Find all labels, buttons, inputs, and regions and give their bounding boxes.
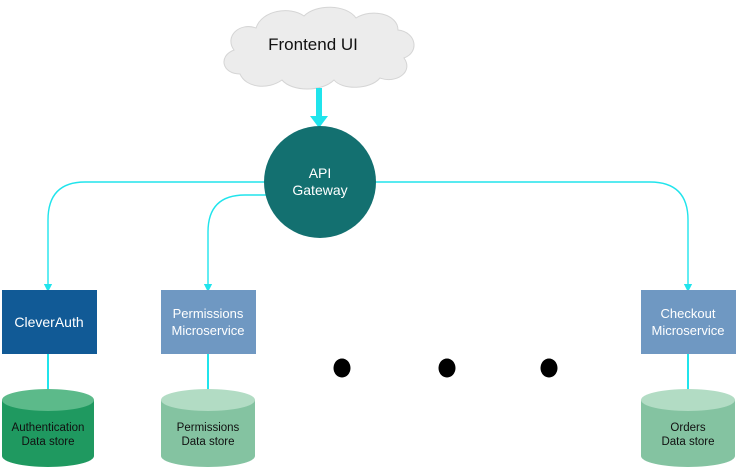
- ellipsis-dot-2: [438, 358, 456, 378]
- orders-store-label-line1: Orders: [670, 422, 705, 434]
- cleverauth-label: CleverAuth: [14, 314, 83, 330]
- cleverauth-service-box: CleverAuth: [2, 290, 97, 354]
- orders-store-label-line2: Data store: [661, 436, 714, 448]
- orders-data-store: Orders Data store: [641, 389, 735, 467]
- auth-store-label-line2: Data store: [21, 436, 74, 448]
- permissions-service-label-line1: Permissions: [173, 306, 244, 321]
- ellipsis-dots: [333, 358, 558, 378]
- connectors: [43, 181, 693, 392]
- gateway-to-checkout-line: [372, 181, 693, 293]
- authentication-data-store: Authentication Data store: [2, 389, 94, 467]
- permissions-data-store: Permissions Data store: [161, 389, 255, 467]
- checkout-service-label-line1: Checkout: [661, 306, 716, 321]
- gateway-to-permissions-line: [203, 194, 270, 293]
- permissions-store-label-line1: Permissions: [177, 422, 240, 434]
- permissions-service-label-line2: Microservice: [172, 323, 245, 338]
- frontend-cloud: Frontend UI: [223, 6, 415, 90]
- ellipsis-dot-3: [540, 358, 558, 378]
- checkout-service-box: Checkout Microservice: [641, 290, 736, 354]
- gateway-label-line1: API: [309, 165, 332, 181]
- checkout-service-label-line2: Microservice: [652, 323, 725, 338]
- frontend-to-gateway-arrow: [310, 88, 328, 128]
- permissions-service-box: Permissions Microservice: [161, 290, 256, 354]
- ellipsis-dot-1: [333, 358, 351, 378]
- frontend-label: Frontend UI: [268, 35, 358, 54]
- gateway-label-line2: Gateway: [292, 182, 347, 198]
- api-gateway-node: API Gateway: [264, 126, 376, 238]
- permissions-store-label-line2: Data store: [181, 436, 234, 448]
- gateway-to-cleverauth-line: [43, 181, 268, 293]
- auth-store-label-line1: Authentication: [12, 422, 85, 434]
